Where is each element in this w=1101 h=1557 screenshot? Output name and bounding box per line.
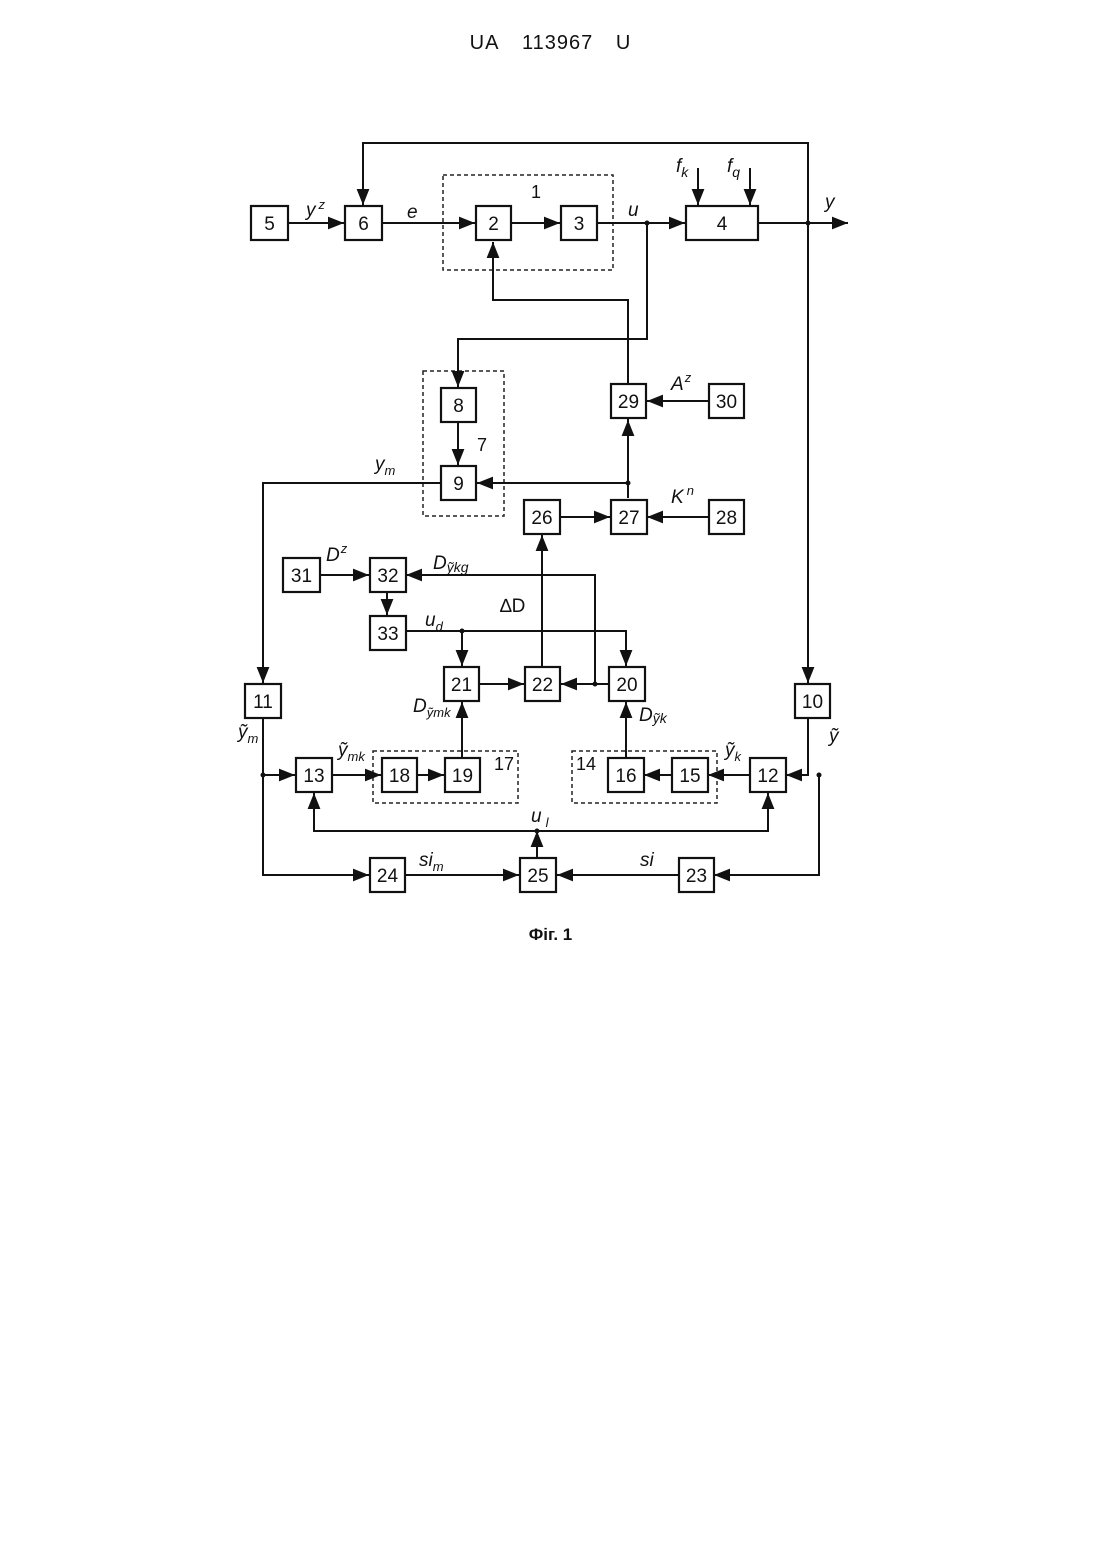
- label-ul: ul: [531, 806, 550, 830]
- block-25-label: 25: [527, 866, 548, 887]
- block-32-label: 32: [377, 566, 398, 587]
- block-4-label: 4: [717, 214, 728, 235]
- block-24-label: 24: [377, 866, 399, 887]
- label-sim: sim: [419, 850, 444, 874]
- label-ytk: ỹk: [723, 740, 743, 764]
- block-18-label: 18: [389, 766, 410, 787]
- block-33-label: 33: [377, 624, 398, 645]
- group-1-label: 1: [531, 182, 541, 202]
- label-Kn: Kn: [671, 483, 694, 508]
- block-2-label: 2: [488, 214, 499, 235]
- block-5-label: 5: [264, 214, 275, 235]
- block-6-label: 6: [358, 214, 369, 235]
- block-10-label: 10: [802, 692, 823, 713]
- label-yt: ỹ: [827, 726, 840, 747]
- label-e: e: [407, 202, 418, 223]
- label-si: si: [640, 850, 655, 871]
- group-7-label: 7: [477, 435, 487, 455]
- block-30-label: 30: [716, 392, 737, 413]
- block-29-label: 29: [618, 392, 639, 413]
- block-19-label: 19: [452, 766, 473, 787]
- label-fq: fq: [727, 156, 740, 180]
- label-y-output: y: [823, 192, 836, 213]
- label-ud: ud: [425, 610, 444, 634]
- block-22-label: 22: [532, 675, 553, 696]
- label-ytm: ỹm: [236, 722, 259, 746]
- block-3-label: 3: [574, 214, 585, 235]
- label-Dykg: Dỹkg: [433, 553, 469, 575]
- label-delta-D: ∆D: [500, 596, 525, 617]
- block-11-label: 11: [253, 692, 273, 713]
- group-14-label: 14: [576, 754, 596, 774]
- label-ym: ym: [373, 454, 396, 478]
- block-26-label: 26: [531, 508, 552, 529]
- block-21-label: 21: [451, 675, 472, 696]
- block-15-label: 15: [679, 766, 700, 787]
- label-Dz: Dz: [326, 541, 348, 566]
- block-8-label: 8: [453, 396, 464, 417]
- group-17-label: 17: [494, 754, 514, 774]
- block-12-label: 12: [757, 766, 778, 787]
- block-31-label: 31: [291, 566, 312, 587]
- label-Az: Az: [670, 370, 692, 395]
- block-28-label: 28: [716, 508, 737, 529]
- block-27-label: 27: [618, 508, 639, 529]
- block-9-label: 9: [453, 474, 464, 495]
- block-20-label: 20: [616, 675, 637, 696]
- block-16-label: 16: [615, 766, 636, 787]
- label-yz: yz: [304, 197, 326, 221]
- label-u: u: [628, 200, 639, 221]
- block-23-label: 23: [686, 866, 707, 887]
- block-13-label: 13: [303, 766, 324, 787]
- label-fk: fk: [676, 156, 689, 180]
- label-ytmk: ỹmk: [336, 740, 366, 764]
- block-diagram: 5 6 2 3 4 8 9 29 30 26 27 28 31 32 33 21…: [0, 0, 1101, 1000]
- figure-caption: Фіг. 1: [0, 925, 1101, 945]
- label-Dyk: Dỹk: [639, 705, 668, 726]
